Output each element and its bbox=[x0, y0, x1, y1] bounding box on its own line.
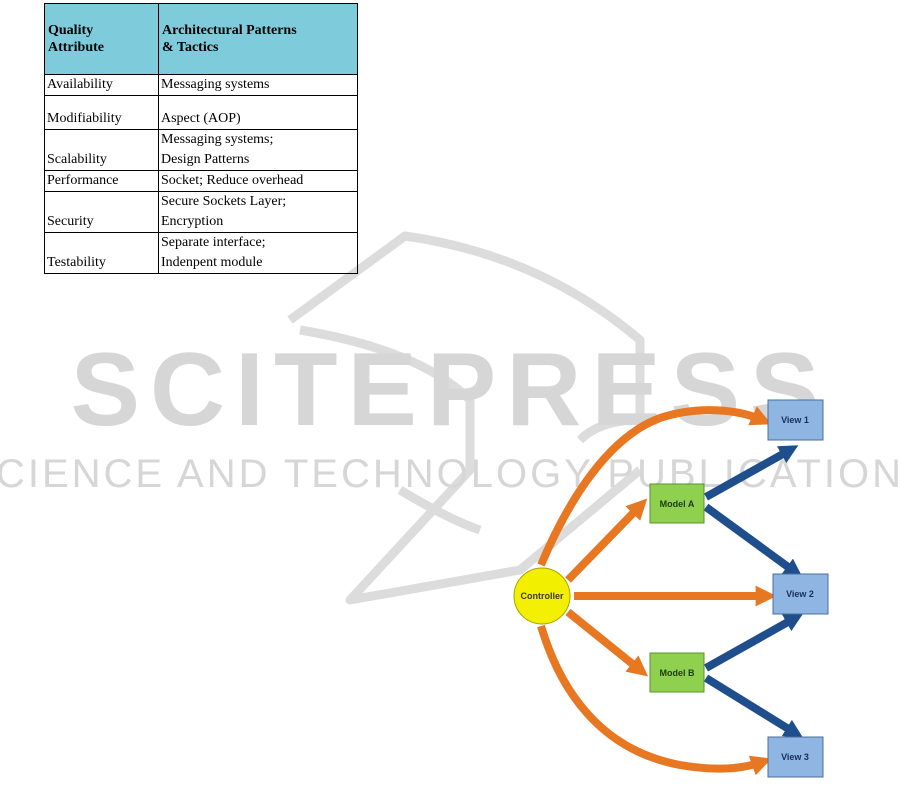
arrow-modelA-view2 bbox=[703, 503, 803, 578]
controller-arrows bbox=[537, 406, 777, 776]
cell-attribute: Performance bbox=[44, 170, 159, 192]
table-row: Performance Socket; Reduce overhead bbox=[44, 170, 358, 192]
table-header-row: Quality Attribute Architectural Patterns… bbox=[44, 3, 358, 75]
cell-tactics: Socket; Reduce overhead bbox=[158, 170, 358, 192]
table-row: Testability Separate interface;Indenpent… bbox=[44, 232, 358, 274]
model-b-node: Model B bbox=[649, 652, 705, 693]
arrow-modelB-view2 bbox=[704, 613, 804, 672]
arrow-controller-modelB bbox=[565, 608, 649, 677]
arrow-modelA-view1 bbox=[704, 445, 799, 501]
arrow-controller-view1 bbox=[537, 406, 772, 567]
view-3-node: View 3 bbox=[767, 736, 824, 778]
table-row: Modifiability Aspect (AOP) bbox=[44, 95, 358, 130]
model-a-node: Model A bbox=[649, 483, 705, 524]
view-1-node: View 1 bbox=[767, 399, 824, 441]
cell-attribute: Availability bbox=[44, 74, 159, 96]
cell-tactics: Aspect (AOP) bbox=[158, 95, 358, 130]
view-3-label: View 3 bbox=[781, 752, 809, 762]
view-2-label: View 2 bbox=[786, 589, 814, 599]
cell-tactics: Separate interface;Indenpent module bbox=[158, 232, 358, 274]
view-1-label: View 1 bbox=[781, 415, 809, 425]
model-arrows bbox=[703, 445, 804, 739]
table-row: Security Secure Sockets Layer;Encryption bbox=[44, 191, 358, 233]
cell-attribute: Security bbox=[44, 191, 159, 233]
controller-node: Controller bbox=[513, 567, 571, 625]
cell-tactics: Messaging systems;Design Patterns bbox=[158, 129, 358, 171]
table-row: Scalability Messaging systems;Design Pat… bbox=[44, 129, 358, 171]
model-a-label: Model A bbox=[660, 499, 695, 509]
cell-attribute: Testability bbox=[44, 232, 159, 274]
arrow-controller-modelA bbox=[565, 498, 648, 583]
cell-tactics: Messaging systems bbox=[158, 74, 358, 96]
controller-label: Controller bbox=[520, 591, 563, 601]
cell-tactics: Secure Sockets Layer;Encryption bbox=[158, 191, 358, 233]
table-row: Availability Messaging systems bbox=[44, 74, 358, 96]
header-architectural-patterns: Architectural Patterns & Tactics bbox=[158, 3, 358, 75]
arrow-modelB-view3 bbox=[703, 674, 804, 739]
view-2-node: View 2 bbox=[772, 573, 829, 615]
arrow-controller-view3 bbox=[537, 624, 772, 776]
quality-attributes-table: Quality Attribute Architectural Patterns… bbox=[44, 3, 358, 274]
model-b-label: Model B bbox=[660, 668, 695, 678]
cell-attribute: Modifiability bbox=[44, 95, 159, 130]
cell-attribute: Scalability bbox=[44, 129, 159, 171]
